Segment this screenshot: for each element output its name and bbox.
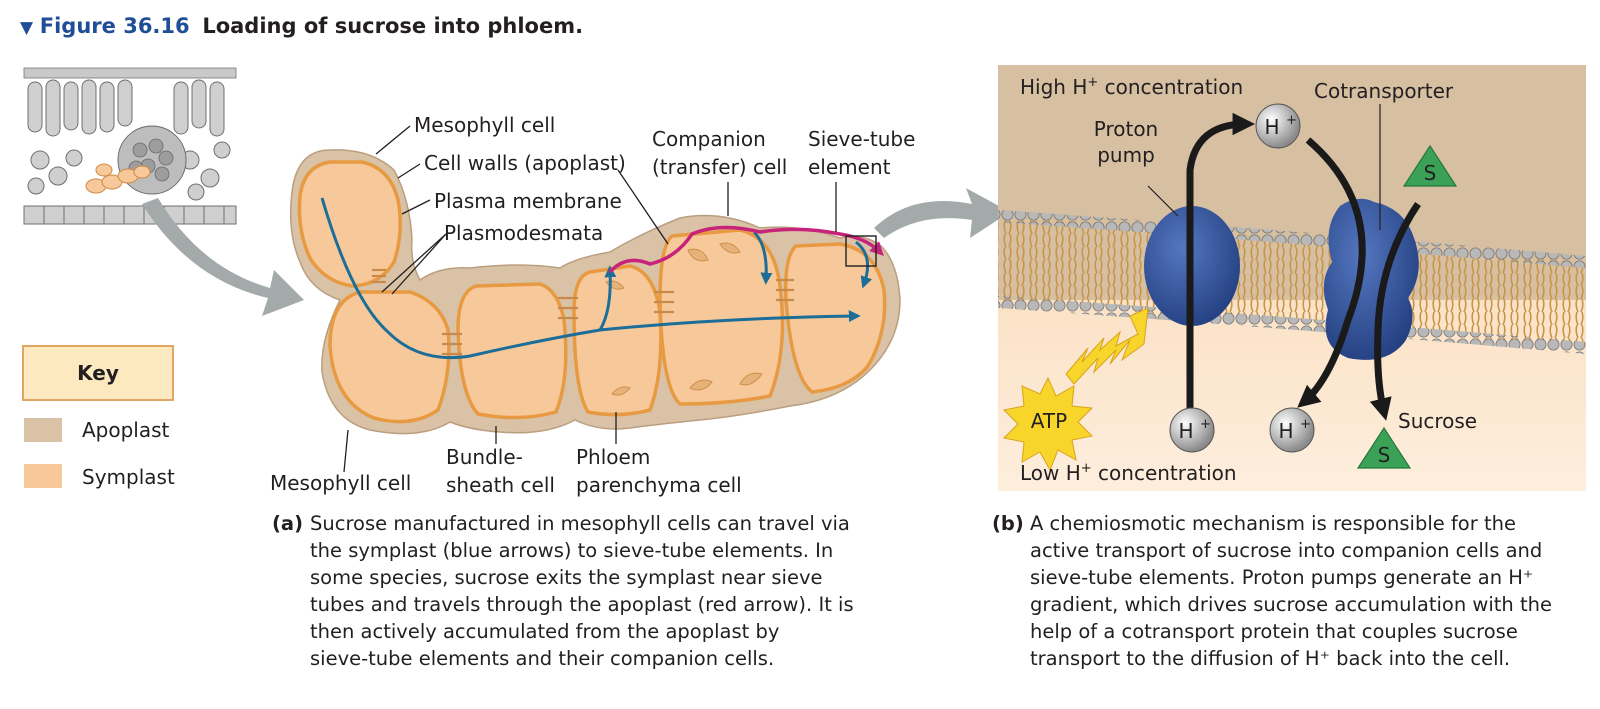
legend-swatch-symplast	[24, 464, 62, 488]
legend-label-symplast: Symplast	[82, 465, 175, 489]
proton-return-arrow	[1297, 137, 1366, 408]
legend-title-box	[22, 345, 174, 401]
plasmodesmata-marks	[372, 268, 794, 356]
caption-a-line: some species, sucrose exits the symplast…	[310, 566, 823, 589]
zoom-arrow-left	[142, 198, 304, 316]
legend-swatch-apoplast	[24, 418, 62, 442]
caption-b-line: A chemiosmotic mechanism is responsible …	[1030, 512, 1516, 535]
figure-number: Figure 36.16	[39, 14, 190, 38]
caption-a-line: then actively accumulated from the apopl…	[310, 620, 780, 643]
svg-text:H: H	[1264, 115, 1279, 139]
svg-text:+: +	[1200, 417, 1211, 432]
caption-b-line: sieve-tube elements. Proton pumps genera…	[1030, 566, 1534, 589]
label-mesophyll-top: Mesophyll cell	[414, 113, 555, 137]
figure-title: Loading of sucrose into phloem.	[202, 14, 584, 38]
low-concentration-label: Low H+ concentration	[1020, 461, 1237, 485]
label-bundle-1: Bundle-	[446, 445, 523, 469]
label-companion-2: (transfer) cell	[652, 155, 787, 179]
energy-bolt	[1065, 307, 1149, 385]
label-plasmodesmata: Plasmodesmata	[444, 221, 603, 245]
caption-b-line: help of a cotransport protein that coupl…	[1030, 620, 1518, 643]
zoom-arrow-right	[874, 188, 1010, 238]
symplast-arrow-companion	[752, 230, 773, 285]
legend-label-apoplast: Apoplast	[82, 418, 170, 442]
legend-key: Key Apoplast Symplast	[22, 345, 175, 489]
sucrose-cotransport-arrow	[1369, 202, 1421, 421]
caption-b-line: transport to the diffusion of H⁺ back in…	[1030, 647, 1511, 670]
proton-ion-cotransport-bottom: H +	[1269, 407, 1315, 453]
caption-b-line: active transport of sucrose into compani…	[1030, 539, 1543, 562]
caption-a-tag: (a)	[272, 512, 303, 535]
atp-label: ATP	[1031, 409, 1067, 433]
leader-lines-a	[343, 125, 837, 473]
proton-pump-label-1: Proton	[1094, 117, 1158, 141]
symplast-arrow-branch	[598, 265, 617, 331]
legend-title: Key	[77, 361, 119, 385]
cell-chain	[289, 149, 901, 435]
label-phloem-2: parenchyma cell	[576, 473, 742, 497]
label-companion-1: Companion	[652, 127, 766, 151]
panel-a-labels: Mesophyll cell Cell walls (apoplast) Pla…	[270, 113, 915, 497]
label-phloem-1: Phloem	[576, 445, 650, 469]
panel-b: ATP H + H + H +	[998, 65, 1586, 491]
svg-text:S: S	[1424, 161, 1437, 185]
label-cell-walls: Cell walls (apoplast)	[424, 151, 626, 175]
proton-pump-label-2: pump	[1097, 143, 1155, 167]
apoplast-arrow	[608, 225, 884, 274]
zoom-box	[845, 235, 877, 267]
svg-text:H: H	[1178, 419, 1193, 443]
figure-header: ▼ Figure 36.16 Loading of sucrose into p…	[20, 14, 583, 38]
label-sieve-1: Sieve-tube	[808, 127, 915, 151]
caption-b-tag: (b)	[992, 512, 1024, 535]
proton-ion-top: H +	[1255, 103, 1301, 149]
high-concentration-label: High H+ concentration	[1020, 75, 1243, 99]
caption-a-line: tubes and travels through the apoplast (…	[310, 593, 854, 616]
caption-a-line: Sucrose manufactured in mesophyll cells …	[310, 512, 850, 535]
proton-ion-pump-bottom: H +	[1169, 407, 1215, 453]
proton-pump-arrow	[1186, 112, 1255, 410]
svg-text:+: +	[1300, 417, 1311, 432]
sucrose-molecule-bottom: S	[1356, 426, 1412, 469]
figure-marker-icon: ▼	[20, 18, 34, 38]
label-bundle-2: sheath cell	[446, 473, 555, 497]
label-plasma-membrane: Plasma membrane	[434, 189, 622, 213]
caption-b-line: gradient, which drives sucrose accumulat…	[1030, 593, 1552, 616]
label-mesophyll-bottom: Mesophyll cell	[270, 471, 411, 495]
symplast-arrow-sieve	[855, 240, 873, 289]
symplast-arrow-main	[320, 197, 861, 360]
label-sieve-2: element	[808, 155, 891, 179]
svg-text:H: H	[1278, 419, 1293, 443]
sucrose-label: Sucrose	[1398, 409, 1477, 433]
cotransporter-label: Cotransporter	[1314, 79, 1454, 103]
leaf-cross-section-thumbnail	[23, 67, 237, 230]
svg-text:+: +	[1286, 113, 1297, 128]
atp-burst	[1002, 376, 1094, 472]
sucrose-molecule-top: S	[1402, 144, 1458, 187]
caption-a-line: the symplast (blue arrows) to sieve-tube…	[310, 539, 834, 562]
svg-text:S: S	[1378, 443, 1391, 467]
caption-a-line: sieve-tube elements and their companion …	[310, 647, 775, 670]
